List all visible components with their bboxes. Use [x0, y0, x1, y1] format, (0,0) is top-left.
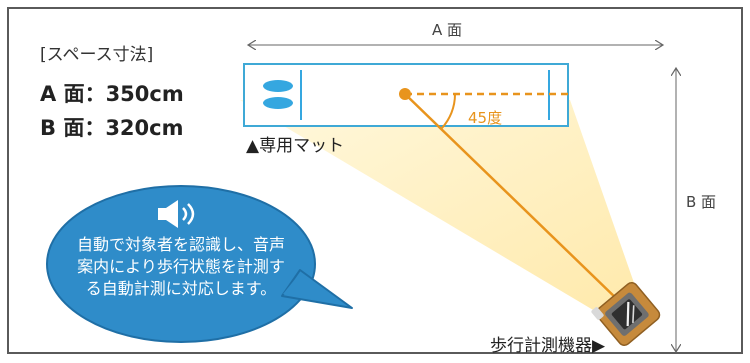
dimension-a-value: A 面：350cm: [40, 82, 184, 106]
space-dimensions-title: [スペース寸法]: [40, 45, 154, 65]
b-face-label: B 面: [686, 193, 717, 211]
sensing-cone: [240, 100, 640, 320]
mat-label: ▲専用マット: [246, 136, 345, 156]
bubble-text: 自動で対象者を認識し、音声案内により歩行状態を計測する自動計測に対応します。: [76, 235, 285, 298]
dot-icon: [399, 88, 411, 100]
a-face-label: A 面: [432, 21, 463, 39]
footprint-marker-bottom: [263, 97, 293, 109]
room-border: [7, 7, 743, 354]
device-label: 歩行計測機器▶: [490, 336, 606, 356]
speech-bubble: [46, 185, 353, 343]
dimension-b-value: B 面：320cm: [40, 116, 184, 140]
walking-measurement-device: [591, 282, 661, 346]
angle-arc: [440, 93, 457, 130]
speaker-icon: [158, 200, 195, 228]
footprint-marker-top: [263, 80, 293, 92]
angle-label: 45度: [468, 109, 503, 127]
